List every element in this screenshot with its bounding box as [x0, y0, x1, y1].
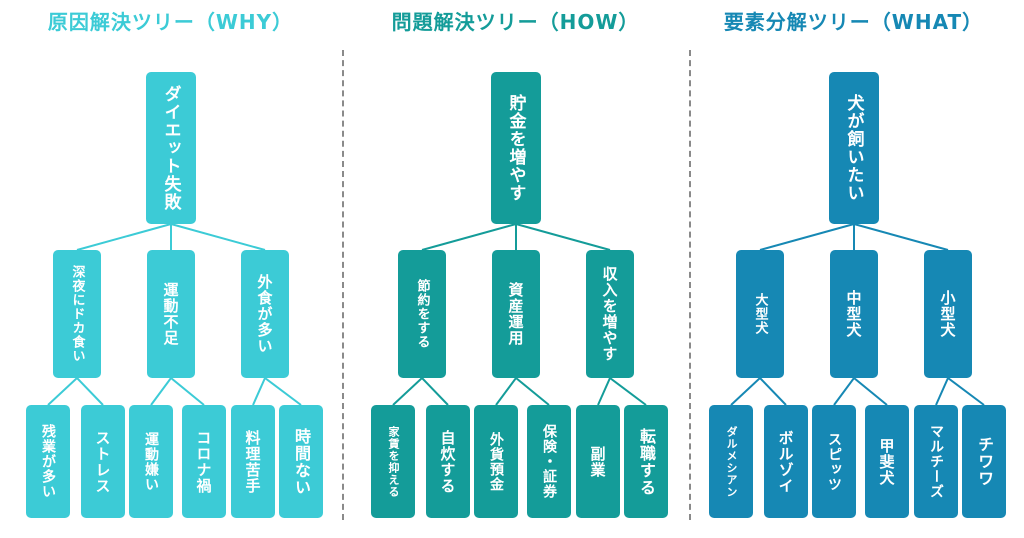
what-leaf-node-1: ダルメシアン	[709, 405, 753, 518]
how-leaf-node-1: 家賃を抑える	[371, 405, 415, 518]
why-mid-node-1: 深夜にドカ食い	[53, 250, 101, 378]
what-leaf-node-6: チワワ	[962, 405, 1006, 518]
how-leaf-node-5: 副業	[576, 405, 620, 518]
why-mid-node-2: 運動不足	[147, 250, 195, 378]
what-root-node: 犬が飼いたい	[829, 72, 879, 224]
connector-mid-leaf-2	[76, 377, 104, 406]
why-leaf-node-1: 残業が多い	[26, 405, 70, 518]
connector-mid-leaf-1	[392, 377, 423, 406]
what-mid-node-2: 中型犬	[830, 250, 878, 378]
what-mid-node-3: 小型犬	[924, 250, 972, 378]
what-leaf-node-4: 甲斐犬	[865, 405, 909, 518]
connector-mid-leaf-3	[495, 377, 517, 406]
connector-root-mid-3	[515, 223, 611, 251]
connector-root-mid-1	[76, 223, 172, 251]
why-leaf-node-2: ストレス	[81, 405, 125, 518]
how-leaf-node-2: 自炊する	[426, 405, 470, 518]
why-mid-node-3: 外食が多い	[241, 250, 289, 378]
how-tree-panel: 問題解決ツリー（HOW） 貯金を増やす 節約をする 資産運用 収入を増やす 家賃…	[345, 0, 686, 538]
how-root-node: 貯金を増やす	[491, 72, 541, 224]
what-tree-title: 要素分解ツリー（WHAT）	[723, 10, 984, 34]
connector-root-mid-1	[421, 223, 517, 251]
divider-2	[689, 50, 691, 520]
connector-mid-leaf-2	[759, 377, 787, 406]
how-mid-node-2: 資産運用	[492, 250, 540, 378]
connector-mid-leaf-4	[515, 377, 550, 406]
connector-mid-leaf-5	[252, 377, 266, 406]
why-leaf-node-3: 運動嫌い	[129, 405, 173, 518]
connector-root-mid-3	[170, 223, 266, 251]
connector-mid-leaf-3	[150, 377, 172, 406]
why-leaf-node-6: 時間ない	[279, 405, 323, 518]
how-leaf-node-3: 外貨預金	[474, 405, 518, 518]
connector-mid-leaf-5	[935, 377, 949, 406]
connector-root-mid-1	[759, 223, 855, 251]
how-mid-node-1: 節約をする	[398, 250, 446, 378]
what-tree-panel: 要素分解ツリー（WHAT） 犬が飼いたい 大型犬 中型犬 小型犬 ダルメシアン …	[683, 0, 1024, 538]
divider-1	[342, 50, 344, 520]
connector-root-mid-3	[853, 223, 949, 251]
connector-mid-leaf-5	[597, 377, 611, 406]
what-leaf-node-3: スピッツ	[812, 405, 856, 518]
connector-mid-leaf-6	[947, 377, 985, 406]
connector-mid-leaf-3	[833, 377, 855, 406]
why-leaf-node-5: 料理苦手	[231, 405, 275, 518]
what-leaf-node-2: ボルゾイ	[764, 405, 808, 518]
why-leaf-node-4: コロナ禍	[182, 405, 226, 518]
connector-mid-leaf-2	[421, 377, 449, 406]
how-leaf-node-6: 転職する	[624, 405, 668, 518]
how-tree-title: 問題解決ツリー（HOW）	[391, 10, 640, 34]
connector-mid-leaf-6	[609, 377, 647, 406]
connector-mid-leaf-4	[170, 377, 205, 406]
why-tree-title: 原因解決ツリー（WHY）	[47, 10, 294, 34]
why-tree-panel: 原因解決ツリー（WHY） ダイエット失敗 深夜にドカ食い 運動不足 外食が多い …	[0, 0, 341, 538]
how-leaf-node-4: 保険・証券	[527, 405, 571, 518]
what-leaf-node-5: マルチーズ	[914, 405, 958, 518]
how-mid-node-3: 収入を増やす	[586, 250, 634, 378]
why-root-node: ダイエット失敗	[146, 72, 196, 224]
connector-mid-leaf-1	[730, 377, 761, 406]
what-mid-node-1: 大型犬	[736, 250, 784, 378]
connector-mid-leaf-1	[47, 377, 78, 406]
connector-mid-leaf-6	[264, 377, 302, 406]
connector-mid-leaf-4	[853, 377, 888, 406]
